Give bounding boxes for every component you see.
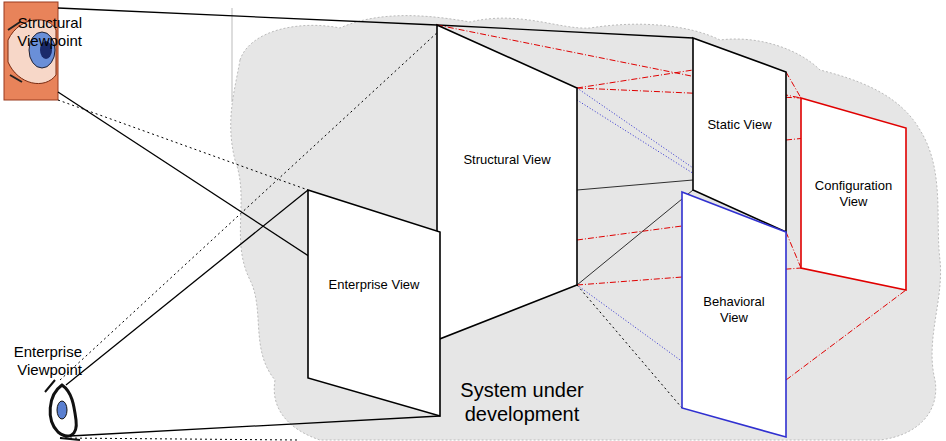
view-shape — [437, 25, 577, 340]
sight-line — [58, 100, 308, 190]
view-panel: Behavioral View — [682, 192, 786, 437]
viewpoint-label: Enterprise Viewpoint — [2, 343, 82, 379]
sight-line — [66, 190, 308, 385]
view-title: Behavioral View — [690, 294, 778, 326]
sight-line — [58, 8, 437, 25]
sight-line — [577, 180, 693, 190]
view-outline — [437, 25, 577, 340]
eye-icon — [45, 380, 80, 440]
sight-line — [577, 190, 693, 285]
sight-line — [70, 416, 440, 436]
sight-line — [60, 438, 300, 440]
view-title: Structural View — [445, 152, 569, 168]
region-label: System under development — [452, 378, 592, 426]
viewpoint-label: Structural Viewpoint — [2, 14, 82, 50]
view-outline — [308, 190, 440, 416]
sight-line — [577, 285, 682, 408]
view-title: Enterprise View — [316, 277, 432, 293]
view-title: Configuration View — [809, 178, 898, 210]
sight-line — [437, 25, 693, 38]
view-shape — [308, 190, 440, 416]
config-projection — [437, 25, 906, 380]
view-panel: Configuration View — [801, 98, 906, 290]
view-shape — [682, 192, 786, 437]
system-cloud — [231, 16, 941, 440]
view-panel: Enterprise View — [308, 190, 440, 416]
eye-edge — [232, 8, 233, 102]
view-shape — [801, 98, 906, 290]
view-panel: Structural View — [437, 25, 577, 340]
view-title: Static View — [701, 117, 778, 133]
